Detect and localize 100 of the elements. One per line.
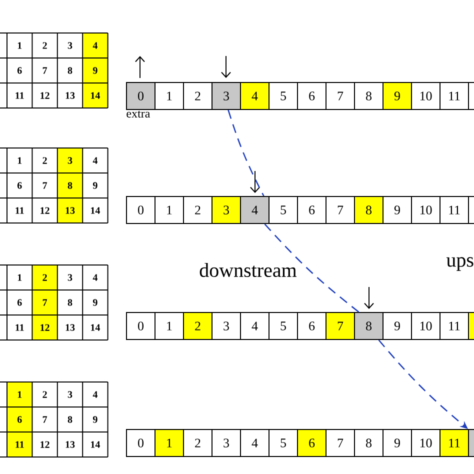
grid-number: 13 bbox=[66, 92, 75, 99]
grid-number: 7 bbox=[42, 182, 48, 189]
array-cell: 0 bbox=[126, 82, 156, 110]
grid-number: 8 bbox=[68, 299, 72, 306]
region-label: ups bbox=[446, 257, 474, 271]
grid-number: 14 bbox=[91, 441, 100, 448]
array-cell: 3 bbox=[212, 429, 241, 457]
grid-number: 2 bbox=[42, 274, 47, 281]
connector-line bbox=[264, 224, 360, 313]
grid-number: 8 bbox=[68, 67, 72, 74]
array-cell: 7 bbox=[326, 196, 355, 224]
grid-number: 8 bbox=[68, 416, 72, 423]
array-cell: 6 bbox=[297, 312, 326, 340]
grid-number: 3 bbox=[68, 157, 72, 164]
grid-number: 12 bbox=[40, 324, 50, 331]
array-cell: 4 bbox=[240, 82, 270, 110]
grid-number: 14 bbox=[91, 324, 100, 331]
grid-number: 9 bbox=[92, 299, 98, 306]
array-cell: 10 bbox=[411, 196, 440, 224]
array-cell: 11 bbox=[440, 196, 469, 224]
array-cell: 0 bbox=[126, 196, 156, 224]
array-cell: 5 bbox=[268, 196, 298, 224]
array-cell: 8 bbox=[354, 429, 384, 457]
array-cell: 6 bbox=[297, 196, 326, 224]
grid-number: 3 bbox=[68, 42, 72, 49]
array-cell: 1 bbox=[154, 429, 184, 457]
grid-number: 9 bbox=[92, 182, 98, 189]
array-cell: 1 bbox=[154, 82, 184, 110]
array-cell: 10 bbox=[411, 429, 440, 457]
array-cell: 8 bbox=[354, 196, 384, 224]
grid-number: 12 bbox=[40, 207, 50, 214]
array-cell: 11 bbox=[440, 312, 469, 340]
grid-number: 3 bbox=[68, 274, 72, 281]
array-cell: 7 bbox=[326, 82, 355, 110]
grid-number: 9 bbox=[92, 416, 98, 423]
array-cell: 11 bbox=[440, 429, 469, 457]
region-label: downstream bbox=[200, 262, 297, 278]
array-cell: 0 bbox=[126, 312, 156, 340]
array-cell: 3 bbox=[212, 82, 241, 110]
grid-number: 14 bbox=[91, 92, 100, 99]
grid-number: 2 bbox=[42, 42, 47, 49]
grid-number: 2 bbox=[42, 391, 47, 398]
array-cell: 3 bbox=[212, 312, 241, 340]
array-cell: 1 bbox=[154, 312, 184, 340]
array-cell: 4 bbox=[240, 429, 270, 457]
grid-number: 7 bbox=[42, 299, 48, 306]
grid-number: 11 bbox=[16, 92, 24, 99]
array-cell: 2 bbox=[183, 82, 212, 110]
grid-number: 9 bbox=[92, 67, 98, 74]
array-cell: 0 bbox=[126, 429, 156, 457]
array-cell: 10 bbox=[411, 82, 440, 110]
grid-number: 1 bbox=[18, 42, 22, 49]
grid-number: 14 bbox=[91, 207, 100, 214]
array-cell: 9 bbox=[382, 429, 412, 457]
array-cell bbox=[468, 196, 474, 224]
grid-number: 7 bbox=[42, 67, 48, 74]
array-cell: 1 bbox=[154, 196, 184, 224]
grid-number: 11 bbox=[16, 324, 24, 331]
grid-number: 4 bbox=[92, 391, 98, 398]
grid-number: 12 bbox=[40, 92, 50, 99]
grid-number: 13 bbox=[66, 324, 75, 331]
grid-number: 2 bbox=[42, 157, 47, 164]
grid-number: 12 bbox=[40, 441, 50, 448]
grid-number: 11 bbox=[16, 207, 24, 214]
array-cell: 8 bbox=[354, 312, 384, 340]
array-cell: 8 bbox=[354, 82, 384, 110]
array-cell: 4 bbox=[240, 196, 270, 224]
array-cell: 5 bbox=[268, 429, 298, 457]
grid-number: 3 bbox=[68, 391, 72, 398]
grid-number: 6 bbox=[17, 182, 22, 189]
array-cell bbox=[468, 429, 474, 457]
array-cell bbox=[468, 82, 474, 110]
array-cell: 5 bbox=[268, 312, 298, 340]
grid-number: 4 bbox=[92, 42, 98, 49]
array-cell: 9 bbox=[382, 312, 412, 340]
grid-number: 6 bbox=[17, 416, 22, 423]
array-cell: 3 bbox=[212, 196, 241, 224]
array-cell: 2 bbox=[183, 196, 212, 224]
array-cell: 6 bbox=[297, 82, 326, 110]
array-cell: 9 bbox=[382, 196, 412, 224]
grid-number: 4 bbox=[92, 157, 98, 164]
array-cell: 7 bbox=[326, 429, 355, 457]
array-cell: 9 bbox=[382, 82, 412, 110]
grid-number: 1 bbox=[18, 274, 22, 281]
grid-number: 1 bbox=[18, 157, 22, 164]
array-cell bbox=[468, 312, 474, 340]
array-cell: 2 bbox=[183, 429, 212, 457]
grid-number: 1 bbox=[18, 391, 22, 398]
grid-number: 6 bbox=[17, 299, 22, 306]
grid-number: 6 bbox=[17, 67, 22, 74]
grid-number: 4 bbox=[92, 274, 98, 281]
array-cell: 2 bbox=[183, 312, 212, 340]
grid-number: 7 bbox=[42, 416, 48, 423]
array-cell: 10 bbox=[411, 312, 440, 340]
array-cell: 6 bbox=[297, 429, 326, 457]
grid-number: 8 bbox=[68, 182, 72, 189]
grid-number: 13 bbox=[66, 207, 75, 214]
grid-number: 13 bbox=[66, 441, 75, 448]
cell-caption: extra bbox=[126, 110, 150, 118]
array-cell: 11 bbox=[440, 82, 469, 110]
